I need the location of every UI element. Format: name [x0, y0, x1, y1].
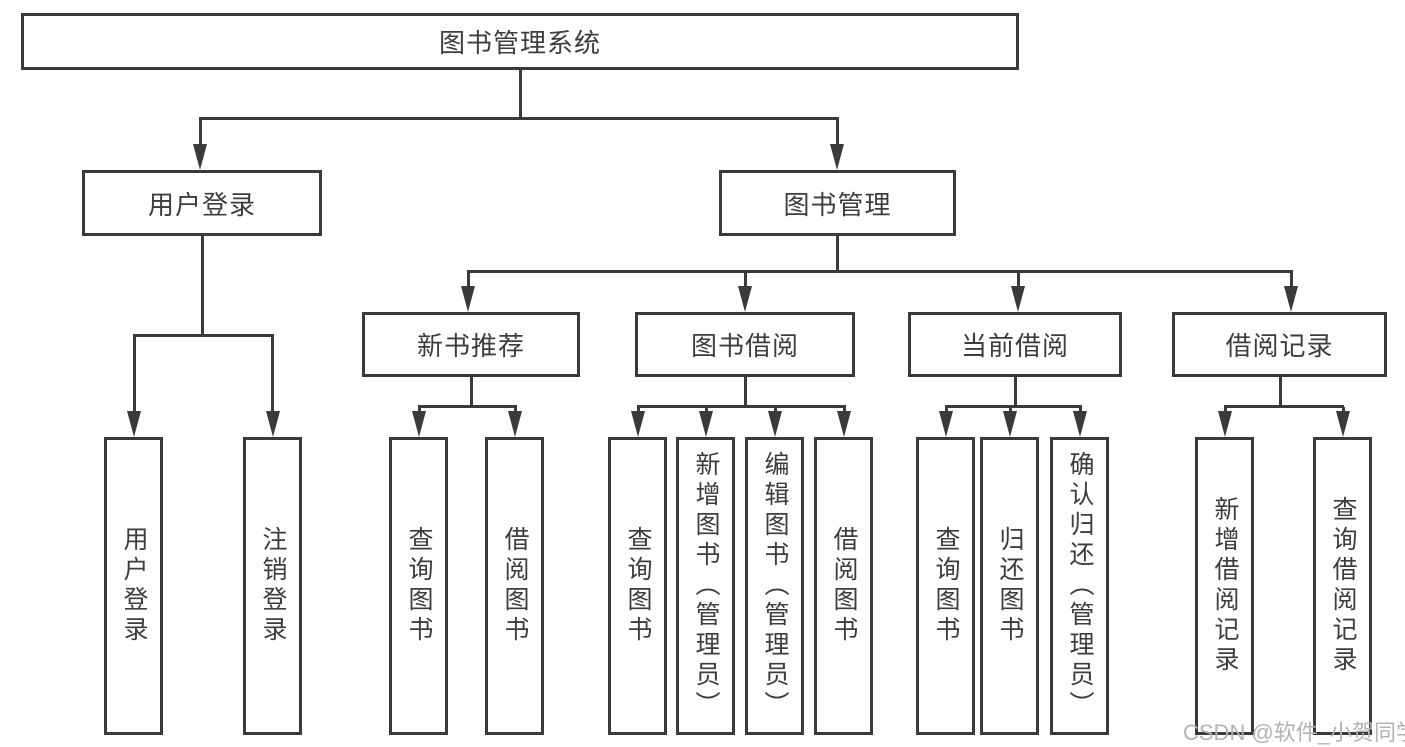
- node-label: 借阅记录: [1225, 331, 1334, 361]
- leaf-query-books-borrowing: 查询图书: [608, 437, 667, 735]
- arrow-down-icon: [768, 411, 782, 437]
- connector-current-stem: [1014, 377, 1017, 408]
- leaf-add-books-admin: 新增图书（管理员）: [676, 437, 735, 735]
- leaf-edit-books-admin: 编辑图书（管理员）: [745, 437, 804, 735]
- csdn-watermark: CSDN @软件_小贺同学: [1183, 720, 1405, 745]
- connector-book-management-stem: [836, 236, 839, 272]
- leaf-label: 新增借阅记录: [1211, 496, 1239, 676]
- connector-level2-bar: [199, 117, 839, 120]
- arrow-down-icon: [461, 286, 475, 312]
- arrow-down-icon: [412, 411, 426, 437]
- leaf-query-books-recommend: 查询图书: [389, 437, 448, 735]
- leaf-query-books-current: 查询图书: [916, 437, 975, 735]
- leaf-label: 查询图书: [624, 526, 652, 646]
- arrow-down-icon: [127, 411, 141, 437]
- arrow-down-icon: [1011, 286, 1025, 312]
- connector-records-stem: [1279, 377, 1282, 408]
- node-label: 新书推荐: [416, 331, 525, 361]
- node-library-management-system: 图书管理系统: [21, 13, 1019, 70]
- connector-recommend-stem: [470, 377, 473, 408]
- node-label: 用户登录: [147, 189, 256, 220]
- arrow-down-icon: [1073, 411, 1087, 437]
- node-book-management: 图书管理: [719, 170, 956, 236]
- leaf-borrow-books-recommend: 借阅图书: [485, 437, 544, 735]
- connector-shaft: [133, 336, 136, 413]
- leaf-label: 用户登录: [120, 526, 148, 646]
- connector-shaft: [271, 336, 274, 413]
- leaf-label: 确认归还（管理员）: [1066, 451, 1094, 721]
- node-user-login: 用户登录: [82, 170, 322, 236]
- connector-shaft: [1290, 272, 1293, 288]
- node-borrowing-records: 借阅记录: [1172, 312, 1387, 377]
- leaf-return-books: 归还图书: [980, 437, 1039, 735]
- node-new-book-recommendation: 新书推荐: [362, 312, 580, 377]
- leaf-user-login: 用户登录: [104, 437, 163, 735]
- arrow-down-icon: [699, 411, 713, 437]
- node-book-borrowing: 图书借阅: [635, 312, 855, 377]
- leaf-label: 借阅图书: [501, 526, 529, 646]
- arrow-down-icon: [830, 144, 844, 170]
- leaf-label: 归还图书: [996, 526, 1024, 646]
- connector-shaft: [836, 118, 839, 146]
- leaf-logout: 注销登录: [243, 437, 302, 735]
- connector-user-login-bar: [133, 334, 274, 337]
- leaf-label: 查询借阅记录: [1329, 496, 1357, 676]
- leaf-confirm-return-admin: 确认归还（管理员）: [1050, 437, 1109, 735]
- connector-shaft: [1017, 272, 1020, 288]
- leaf-label: 编辑图书（管理员）: [761, 451, 789, 721]
- arrow-down-icon: [1336, 411, 1350, 437]
- arrow-down-icon: [1218, 411, 1232, 437]
- arrow-down-icon: [939, 411, 953, 437]
- arrow-down-icon: [837, 411, 851, 437]
- arrow-down-icon: [266, 411, 280, 437]
- connector-current-bar: [945, 405, 1082, 408]
- connector-root-stem: [519, 69, 522, 120]
- leaf-label: 查询图书: [405, 526, 433, 646]
- connector-recommend-bar: [418, 405, 517, 408]
- arrow-down-icon: [508, 411, 522, 437]
- node-label: 图书借阅: [690, 331, 799, 361]
- node-label: 图书管理系统: [438, 28, 601, 58]
- leaf-add-borrow-record: 新增借阅记录: [1195, 437, 1254, 735]
- node-current-borrowing: 当前借阅: [908, 312, 1122, 377]
- arrow-down-icon: [631, 411, 645, 437]
- leaf-borrow-books-borrowing: 借阅图书: [814, 437, 873, 735]
- arrow-down-icon: [193, 144, 207, 170]
- leaf-label: 新增图书（管理员）: [692, 451, 720, 721]
- connector-user-login-stem: [201, 236, 204, 337]
- leaf-label: 查询图书: [932, 526, 960, 646]
- connector-shaft: [744, 272, 747, 288]
- leaf-label: 借阅图书: [830, 526, 858, 646]
- connector-borrowing-stem: [744, 377, 747, 408]
- arrow-down-icon: [738, 286, 752, 312]
- connector-level3-bar: [467, 270, 1293, 273]
- connector-shaft: [467, 272, 470, 288]
- node-label: 图书管理: [783, 189, 892, 220]
- arrow-down-icon: [1003, 411, 1017, 437]
- leaf-label: 注销登录: [259, 526, 287, 646]
- arrow-down-icon: [1284, 286, 1298, 312]
- connector-shaft: [199, 118, 202, 146]
- node-label: 当前借阅: [960, 331, 1069, 361]
- connector-records-bar: [1224, 405, 1344, 408]
- leaf-query-borrow-record: 查询借阅记录: [1313, 437, 1372, 735]
- connector-borrowing-bar: [637, 405, 846, 408]
